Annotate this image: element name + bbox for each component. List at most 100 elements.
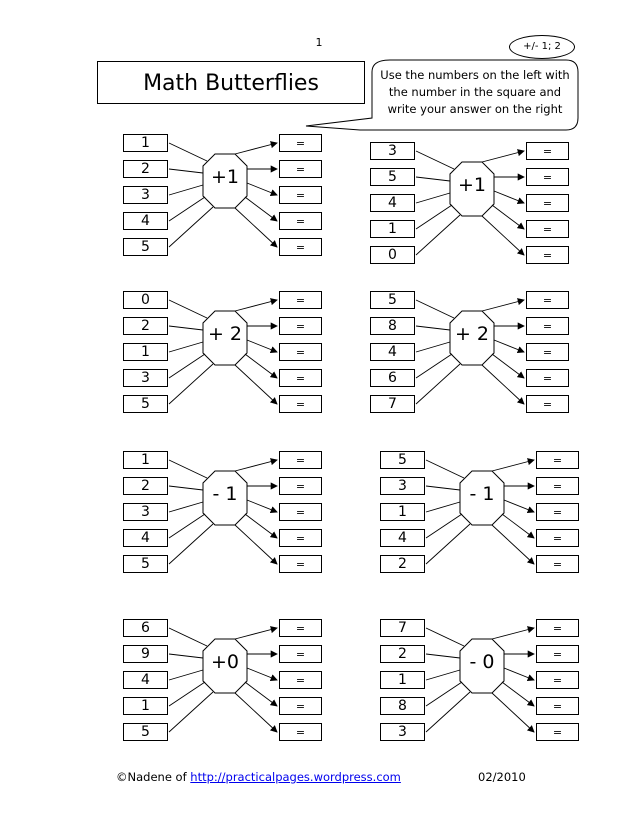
answer-box[interactable]: = [536, 645, 579, 663]
input-number-box: 7 [380, 619, 425, 637]
answer-box[interactable]: = [526, 220, 569, 238]
input-number-box: 2 [380, 645, 425, 663]
input-number-box: 3 [380, 723, 425, 741]
rule-label: +0 [210, 651, 239, 673]
input-number-box: 1 [123, 451, 168, 469]
answer-box[interactable]: = [279, 343, 322, 361]
input-connector-line [168, 501, 204, 513]
input-connector-line [425, 681, 463, 707]
answer-box[interactable]: = [536, 477, 579, 495]
butterfly-body [168, 626, 278, 733]
input-number-box: 1 [123, 343, 168, 361]
input-connector-line [425, 513, 463, 539]
input-number-box: 2 [123, 160, 168, 178]
instruction-line: Use the numbers on the left with [380, 68, 570, 82]
rule-label: - 1 [469, 483, 495, 505]
answer-box[interactable]: = [279, 619, 322, 637]
answer-box[interactable]: = [279, 503, 322, 521]
input-connector-line [168, 691, 214, 733]
answer-box[interactable]: = [536, 671, 579, 689]
input-connector-line [168, 523, 214, 565]
input-connector-line [415, 214, 461, 256]
output-arrow-line [244, 353, 278, 379]
answer-box[interactable]: = [526, 246, 569, 264]
output-arrow-line [503, 667, 535, 682]
answer-box[interactable]: = [526, 142, 569, 160]
output-arrow-line [491, 692, 535, 733]
input-number-box: 5 [123, 555, 168, 573]
input-connector-line [425, 691, 471, 733]
answer-box[interactable]: = [536, 529, 579, 547]
input-connector-line [415, 204, 453, 230]
answer-box[interactable]: = [279, 369, 322, 387]
input-number-box: 4 [123, 212, 168, 230]
input-connector-line [168, 168, 204, 174]
input-number-box: 6 [123, 619, 168, 637]
level-badge: +/- 1; 2 [509, 35, 575, 59]
copyright-text: ©Nadene of [116, 770, 191, 784]
input-number-box: 5 [380, 451, 425, 469]
input-connector-line [168, 459, 208, 479]
answer-box[interactable]: = [279, 671, 322, 689]
answer-box[interactable]: = [279, 212, 322, 230]
instructions: Use the numbers on the left with the num… [375, 67, 575, 118]
input-connector-line [415, 341, 451, 353]
answer-box[interactable]: = [526, 194, 569, 212]
answer-box[interactable]: = [279, 134, 322, 152]
input-number-box: 1 [123, 134, 168, 152]
input-number-box: 4 [123, 671, 168, 689]
input-number-box: 1 [380, 503, 425, 521]
answer-box[interactable]: = [536, 619, 579, 637]
input-number-box: 3 [380, 477, 425, 495]
input-connector-line [415, 325, 451, 331]
answer-box[interactable]: = [279, 317, 322, 335]
answer-box[interactable]: = [279, 529, 322, 547]
output-arrow-line [234, 626, 278, 640]
output-arrow-line [234, 524, 278, 565]
answer-box[interactable]: = [526, 343, 569, 361]
answer-box[interactable]: = [536, 503, 579, 521]
rule-label: +1 [457, 174, 486, 196]
answer-box[interactable]: = [279, 186, 322, 204]
input-number-box: 6 [370, 369, 415, 387]
answer-box[interactable]: = [279, 477, 322, 495]
butterfly-body [415, 149, 525, 256]
rule-label: + 2 [207, 323, 243, 345]
footer-date: 02/2010 [478, 770, 526, 784]
input-connector-line [168, 363, 214, 405]
answer-box[interactable]: = [536, 723, 579, 741]
input-number-box: 3 [123, 503, 168, 521]
answer-box[interactable]: = [526, 395, 569, 413]
footer-credit: ©Nadene of http://practicalpages.wordpre… [116, 770, 401, 784]
input-number-box: 0 [370, 246, 415, 264]
input-number-box: 0 [123, 291, 168, 309]
answer-box[interactable]: = [526, 168, 569, 186]
answer-box[interactable]: = [279, 160, 322, 178]
rule-label: - 0 [469, 651, 495, 673]
output-arrow-line [234, 141, 278, 155]
input-connector-line [425, 523, 471, 565]
answer-box[interactable]: = [536, 697, 579, 715]
answer-box[interactable]: = [279, 291, 322, 309]
output-arrow-line [246, 667, 278, 682]
answer-box[interactable]: = [279, 645, 322, 663]
answer-box[interactable]: = [526, 291, 569, 309]
answer-box[interactable]: = [526, 317, 569, 335]
answer-box[interactable]: = [279, 555, 322, 573]
answer-box[interactable]: = [279, 451, 322, 469]
output-arrow-line [481, 149, 525, 163]
output-arrow-line [244, 196, 278, 222]
rule-label: +1 [210, 166, 239, 188]
answer-box[interactable]: = [536, 555, 579, 573]
output-arrow-line [244, 681, 278, 707]
answer-box[interactable]: = [279, 723, 322, 741]
answer-box[interactable]: = [526, 369, 569, 387]
butterfly-body [415, 298, 525, 405]
website-link[interactable]: http://practicalpages.wordpress.com [190, 770, 401, 784]
answer-box[interactable]: = [279, 238, 322, 256]
answer-box[interactable]: = [536, 451, 579, 469]
answer-box[interactable]: = [279, 395, 322, 413]
answer-box[interactable]: = [279, 697, 322, 715]
